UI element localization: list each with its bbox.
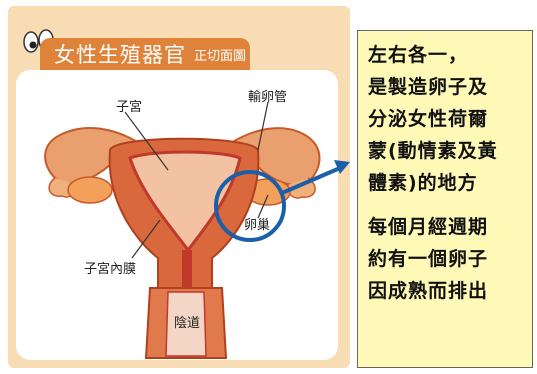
label-fallopian-tube: 輸卵管: [248, 86, 287, 105]
label-endometrium: 子宮內膜: [84, 258, 136, 277]
label-ovary: 卵巢: [244, 214, 270, 233]
note-paragraph-cycle: 每個月經週期 約有一個卵子 因成熟而排出: [368, 211, 526, 307]
label-vagina: 陰道: [174, 312, 200, 331]
ovary-note-box: 左右各一， 是製造卵子及 分泌女性荷爾 蒙(動情素及黃 體素)的地方 每個月經週…: [357, 30, 533, 368]
note-paragraph-function: 左右各一， 是製造卵子及 分泌女性荷爾 蒙(動情素及黃 體素)的地方: [368, 39, 526, 199]
label-uterus: 子宮: [116, 96, 142, 115]
